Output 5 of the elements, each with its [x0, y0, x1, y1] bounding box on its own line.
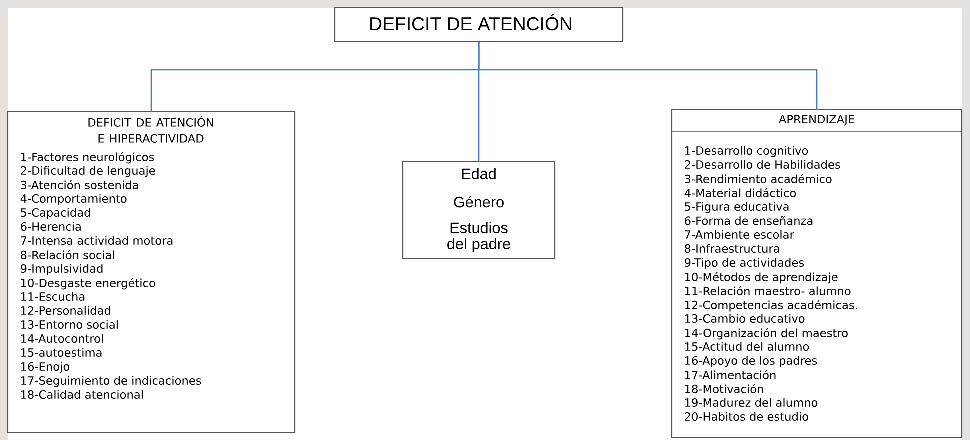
text-box: DEFICIT DE ATENCIÓN E HIPERACTIVIDAD 1-Factores neurológicos 2-Dificultad de lenguaje 3-Atención sostenida 4-Comportamiento 5-Capacidad 6-Herencia 7-Intensa actividad motora 8-Relación social 9-Impulsividad 10-Desgaste energético 11-Escucha 12-Personalidad 13-Entorno social 14-Autocontrol 15-autoestima 16-Enojo 17-Seguimiento de indicaciones 18-Calidad atencional	[7, 111, 296, 434]
text-box: APRENDIZAJE 1-Desarrollo cognitivo 2-Desarrollo de Habilidades 3-Rendimiento académico 4-Material didáctico 5-Figura educativa 6-Forma de enseñanza 7-Ambiente escolar 8-Infraestructura 9-Tipo de actividades 10-Métodos de aprendizaje 11-Relación maestro- alumno 12-Competencias académicas. 13-Cambio educativo 14-Organización del maestro 15-Actitud del alumno 16-Apoyo de los padres 17-Alimentación 18-Motivación 19-Madurez del alumno 20-Habitos de estudio	[671, 109, 963, 439]
text-box: DEFICIT DE ATENCIÓN	[334, 7, 624, 43]
connector-line	[478, 42, 818, 110]
text-box: Edad Género Estudios del padre	[402, 161, 556, 260]
